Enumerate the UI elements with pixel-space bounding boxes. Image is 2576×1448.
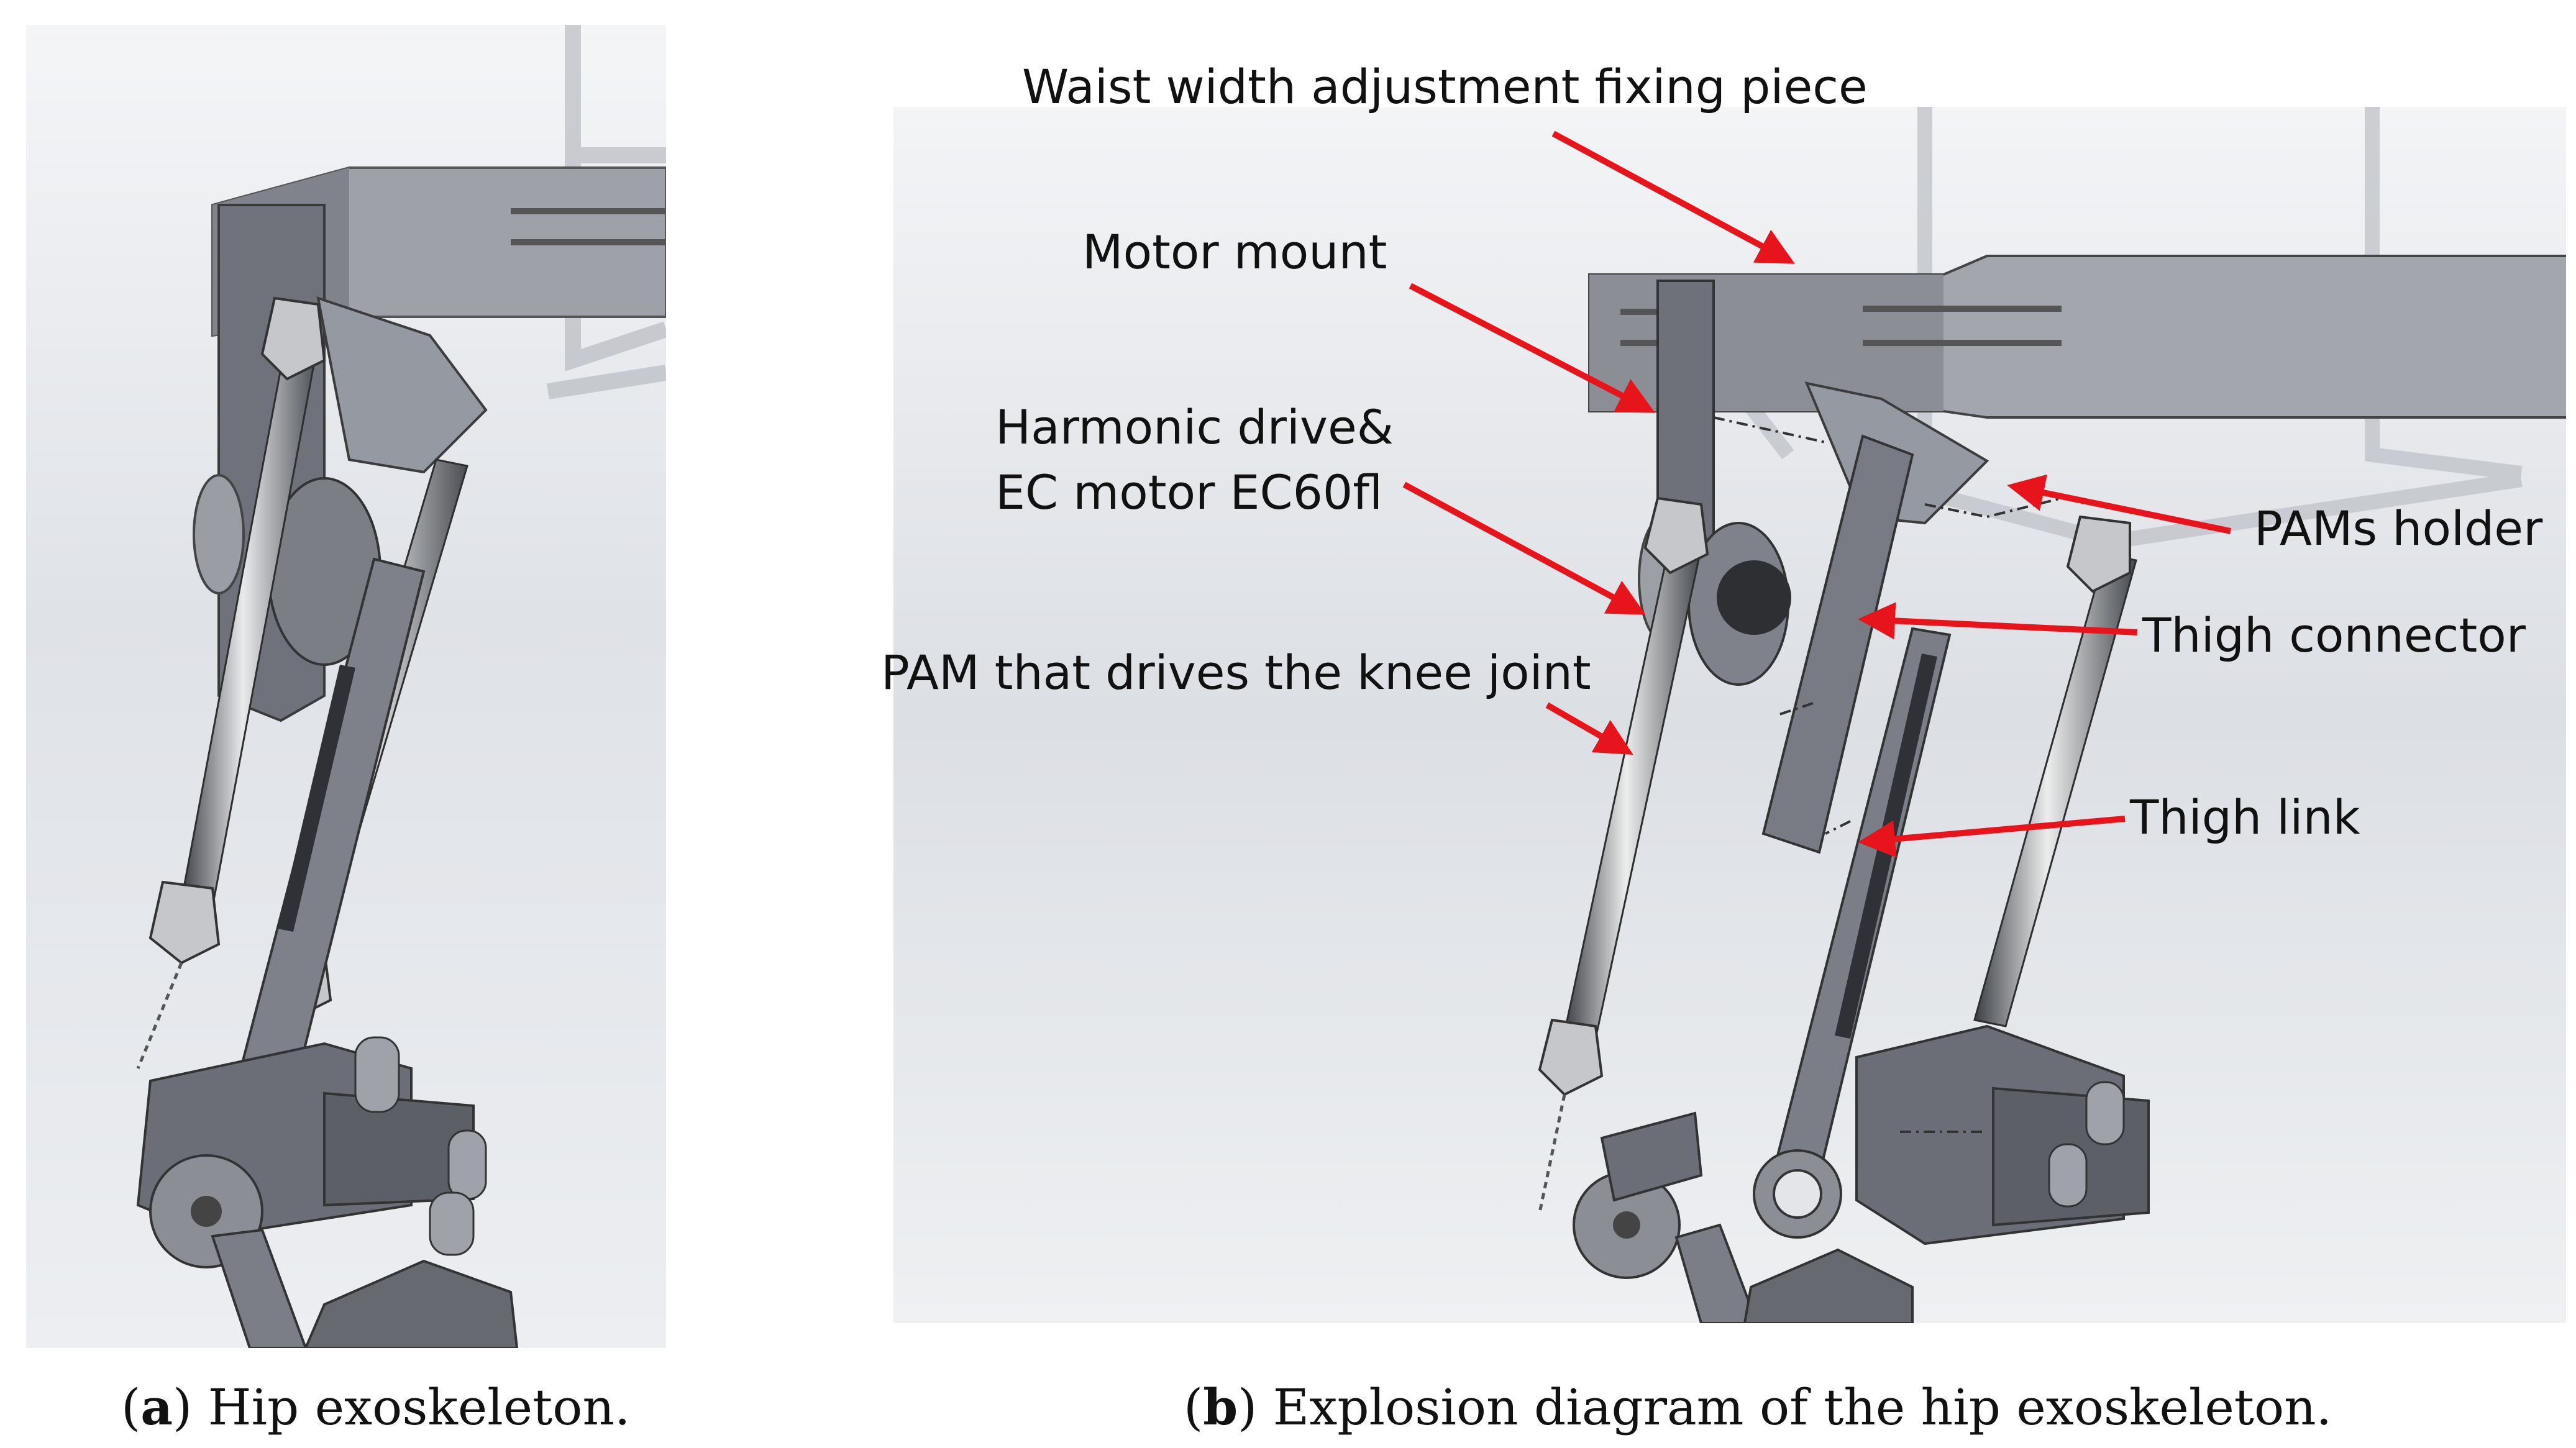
hip-exoskeleton-render xyxy=(26,25,666,1348)
label-thigh-connector: Thigh connector xyxy=(2142,608,2526,663)
label-pams-holder: PAMs holder xyxy=(2254,501,2543,556)
label-motor-mount: Motor mount xyxy=(1082,224,1387,280)
label-thigh-link: Thigh link xyxy=(2130,790,2360,845)
caption-b-text: Explosion diagram of the hip exoskeleton… xyxy=(1272,1378,2332,1436)
label-pam-knee-joint: PAM that drives the knee joint xyxy=(881,645,1591,700)
caption-a-letter: a xyxy=(140,1378,173,1436)
label-waist-width-adjustment: Waist width adjustment fixing piece xyxy=(1022,59,1868,114)
caption-a-text: Hip exoskeleton. xyxy=(208,1378,631,1436)
label-harmonic-drive-line2: EC motor EC60fl xyxy=(995,465,1383,520)
caption-b: (b) Explosion diagram of the hip exoskel… xyxy=(1184,1378,2332,1436)
explosion-diagram-render xyxy=(893,107,2566,1323)
caption-b-letter: b xyxy=(1203,1378,1238,1436)
caption-a: (a) Hip exoskeleton. xyxy=(121,1378,631,1436)
label-harmonic-drive-line1: Harmonic drive& xyxy=(995,399,1394,455)
